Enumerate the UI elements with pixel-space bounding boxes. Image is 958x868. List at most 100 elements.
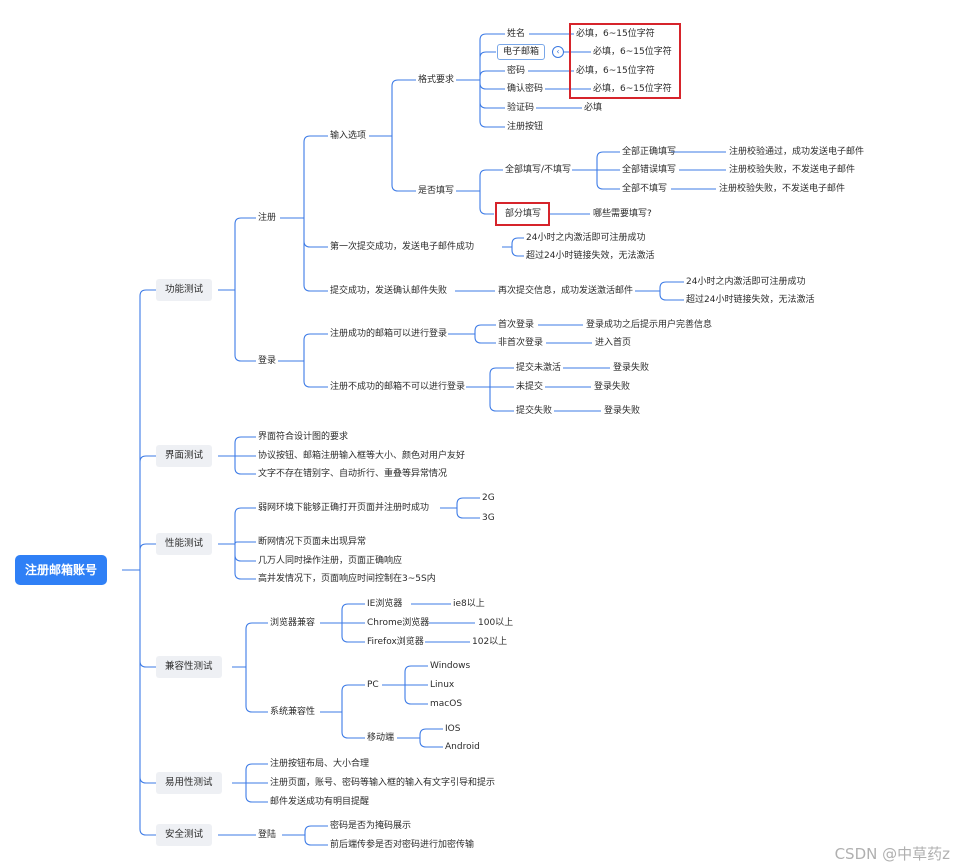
sec-item-1[interactable]: 密码是否为掩码展示	[330, 821, 412, 831]
usab-item-1[interactable]: 注册按钮布局、大小合理	[270, 759, 370, 769]
field-password[interactable]: 密码	[507, 66, 526, 76]
result-partial-fill[interactable]: 哪些需要填写?	[593, 209, 652, 219]
node-first-login[interactable]: 首次登录	[498, 320, 535, 330]
node-fill-or-not[interactable]: 是否填写	[418, 186, 455, 196]
node-partial-fill[interactable]: 部分填写	[505, 209, 542, 219]
result-not-first-login[interactable]: 进入首页	[595, 338, 632, 348]
connector-line	[440, 497, 480, 519]
compat-firefox-version[interactable]: 102以上	[472, 637, 508, 647]
perf-2g[interactable]: 2G	[482, 493, 495, 503]
node-all-correct[interactable]: 全部正确填写	[622, 147, 677, 157]
compat-ie[interactable]: IE浏览器	[367, 599, 403, 609]
category-compatibility-test[interactable]: 兼容性测试	[156, 656, 222, 678]
node-register[interactable]: 注册	[258, 213, 277, 223]
node-format-requirements[interactable]: 格式要求	[418, 75, 455, 85]
collapse-toggle-icon[interactable]: ‹	[552, 46, 564, 58]
perf-concurrency[interactable]: 高并发情况下，页面响应时间控制在3~5S内	[258, 574, 436, 584]
connector-line	[456, 169, 503, 215]
connector-line	[218, 507, 256, 580]
ui-item-3[interactable]: 文字不存在错别字、自动折行、重叠等异常情况	[258, 469, 448, 479]
node-all-fill[interactable]: 全部填写/不填写	[505, 165, 572, 175]
connector-line	[397, 728, 443, 748]
result-all-correct[interactable]: 注册校验通过，成功发送电子邮件	[729, 147, 865, 157]
rule-confirm-password[interactable]: 必填，6~15位字符	[593, 84, 672, 94]
compat-linux[interactable]: Linux	[430, 680, 455, 690]
category-ui-test[interactable]: 界面测试	[156, 445, 213, 467]
field-name[interactable]: 姓名	[507, 29, 526, 39]
category-usability-test[interactable]: 易用性测试	[156, 772, 222, 794]
connector-line	[232, 763, 268, 803]
compat-browser[interactable]: 浏览器兼容	[270, 618, 316, 628]
rule-password[interactable]: 必填，6~15位字符	[576, 66, 655, 76]
connector-line	[232, 622, 268, 713]
node-first-submit-1[interactable]: 24小时之内激活即可注册成功	[526, 233, 646, 243]
rule-name[interactable]: 必填，6~15位字符	[576, 29, 655, 39]
node-not-submitted[interactable]: 未提交	[516, 382, 544, 392]
compat-chrome[interactable]: Chrome浏览器	[367, 618, 430, 628]
result-all-empty[interactable]: 注册校验失败，不发送电子邮件	[719, 184, 846, 194]
connector-line	[456, 33, 505, 128]
perf-3g[interactable]: 3G	[482, 513, 495, 523]
result-all-wrong[interactable]: 注册校验失败，不发送电子邮件	[729, 165, 856, 175]
rule-email[interactable]: 必填，6~15位字符	[593, 47, 672, 57]
field-confirm-password[interactable]: 确认密码	[507, 84, 544, 94]
connector-line	[218, 217, 256, 362]
connector-line	[320, 684, 365, 739]
category-functional-test[interactable]: 功能测试	[156, 279, 213, 301]
result-not-submitted[interactable]: 登录失败	[594, 382, 631, 392]
perf-offline[interactable]: 断网情况下页面未出现异常	[258, 537, 367, 547]
node-bad-login[interactable]: 注册不成功的邮箱不可以进行登录	[330, 382, 466, 392]
node-input-options[interactable]: 输入选项	[330, 131, 367, 141]
node-resubmit[interactable]: 再次提交信息，成功发送激活邮件	[498, 286, 634, 296]
compat-pc[interactable]: PC	[367, 680, 379, 690]
connector-line	[572, 151, 620, 190]
field-register-button[interactable]: 注册按钮	[507, 122, 544, 132]
field-email[interactable]: 电子邮箱	[497, 44, 546, 60]
sec-login[interactable]: 登陆	[258, 830, 277, 840]
ui-item-1[interactable]: 界面符合设计图的要求	[258, 432, 349, 442]
compat-windows[interactable]: Windows	[430, 661, 471, 671]
result-first-login[interactable]: 登录成功之后提示用户完善信息	[586, 320, 713, 330]
compat-system[interactable]: 系统兼容性	[270, 707, 316, 717]
compat-ios[interactable]: IOS	[445, 724, 461, 734]
node-not-activated[interactable]: 提交未激活	[516, 363, 562, 373]
node-not-first-login[interactable]: 非首次登录	[498, 338, 544, 348]
connector-line	[278, 333, 328, 388]
category-security-test[interactable]: 安全测试	[156, 824, 213, 846]
node-login[interactable]: 登录	[258, 356, 277, 366]
node-all-wrong[interactable]: 全部错误填写	[622, 165, 677, 175]
usab-item-3[interactable]: 邮件发送成功有明目提醒	[270, 797, 370, 807]
connector-line	[502, 237, 524, 257]
perf-many-users[interactable]: 几万人同时操作注册，页面正确响应	[258, 556, 403, 566]
ui-item-2[interactable]: 协议按钮、邮箱注册输入框等大小、颜色对用户友好	[258, 451, 466, 461]
compat-android[interactable]: Android	[445, 742, 480, 752]
highlight-box-partial-fill	[495, 202, 550, 226]
root-node[interactable]: 注册邮箱账号	[15, 555, 108, 585]
field-verification-code[interactable]: 验证码	[507, 103, 535, 113]
result-not-activated[interactable]: 登录失败	[613, 363, 650, 373]
connector-line	[122, 289, 156, 836]
category-performance-test[interactable]: 性能测试	[156, 533, 213, 555]
rule-verification-code[interactable]: 必填	[584, 103, 603, 113]
compat-chrome-version[interactable]: 100以上	[478, 618, 514, 628]
node-first-submit[interactable]: 第一次提交成功，发送电子邮件成功	[330, 242, 475, 252]
watermark: CSDN @中草药z	[834, 845, 950, 863]
compat-firefox[interactable]: Firefox浏览器	[367, 637, 424, 647]
node-submit-failed[interactable]: 提交失败	[516, 406, 553, 416]
connector-line	[448, 324, 496, 344]
node-resubmit-1[interactable]: 24小时之内激活即可注册成功	[686, 277, 806, 287]
perf-weak-network[interactable]: 弱网环境下能够正确打开页面并注册时成功	[258, 503, 430, 513]
node-resubmit-2[interactable]: 超过24小时链接失效，无法激活	[686, 295, 815, 305]
compat-ie-version[interactable]: ie8以上	[453, 599, 485, 609]
compat-macos[interactable]: macOS	[430, 699, 463, 709]
compat-mobile[interactable]: 移动端	[367, 733, 395, 743]
usab-item-2[interactable]: 注册页面，账号、密码等输入框的输入有文字引导和提示	[270, 778, 496, 788]
node-all-empty[interactable]: 全部不填写	[622, 184, 668, 194]
node-submit-mail-fail[interactable]: 提交成功，发送确认邮件失败	[330, 286, 448, 296]
node-ok-login[interactable]: 注册成功的邮箱可以进行登录	[330, 329, 448, 339]
node-first-submit-2[interactable]: 超过24小时链接失效，无法激活	[526, 251, 655, 261]
highlight-box-format-rules	[569, 23, 681, 99]
sec-item-2[interactable]: 前后端传参是否对密码进行加密传输	[330, 840, 475, 850]
connector-line	[320, 603, 365, 643]
result-submit-failed[interactable]: 登录失败	[604, 406, 641, 416]
